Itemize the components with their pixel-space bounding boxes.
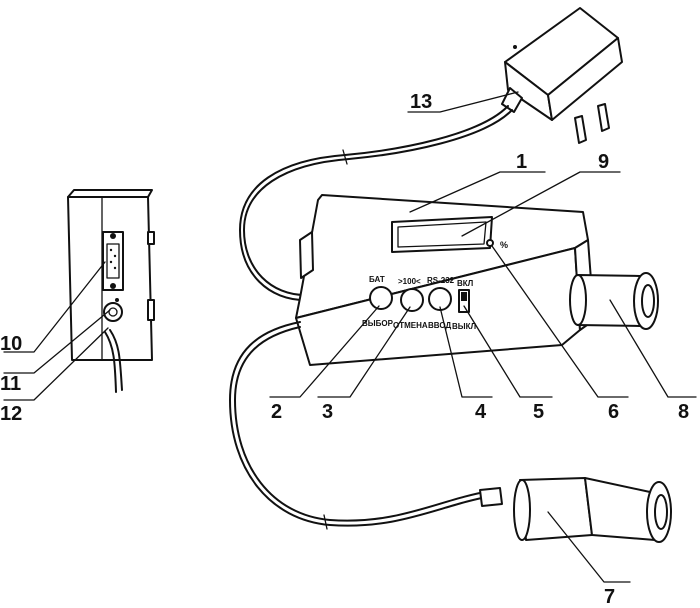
percent-led — [486, 239, 494, 247]
main-unit: % БАТ >100< RS-232 ВКЛ ВЫБОР ОТМЕНА ВВОД… — [295, 194, 595, 366]
vykl-label: ВЫКЛ — [452, 322, 476, 331]
sensor-remote — [479, 477, 672, 543]
callout-1: 1 — [516, 151, 527, 173]
sensor-cable — [229, 321, 493, 527]
callout-5: 5 — [533, 401, 544, 423]
vvod-label: ВВОД — [428, 321, 451, 330]
callout-4: 4 — [475, 401, 487, 423]
callout-11: 11 — [0, 373, 21, 395]
power-cable — [239, 105, 509, 301]
enter-button — [428, 287, 452, 311]
cancel-button — [400, 288, 424, 312]
side-view — [67, 189, 155, 393]
rs232-label: RS-232 — [427, 276, 455, 285]
callout-12: 12 — [0, 403, 22, 425]
rs232-connector — [102, 231, 124, 291]
power-adapter — [501, 7, 623, 144]
callout-6: 6 — [608, 401, 619, 423]
vybor-label: ВЫБОР — [362, 319, 394, 328]
range-label: >100< — [398, 277, 421, 286]
percent-label: % — [500, 240, 508, 250]
callout-3: 3 — [322, 401, 333, 423]
sensor-fixed — [569, 272, 659, 330]
power-jack — [103, 302, 123, 322]
callout-10: 10 — [0, 333, 22, 355]
otmena-label: ОТМЕНА — [393, 321, 428, 330]
select-button — [369, 286, 393, 310]
callout-13: 13 — [410, 91, 432, 113]
bat-label: БАТ — [369, 275, 385, 284]
callout-8: 8 — [678, 401, 689, 423]
callout-2: 2 — [271, 401, 282, 423]
callout-7: 7 — [604, 586, 615, 608]
vkl-label: ВКЛ — [457, 279, 474, 288]
callout-9: 9 — [598, 151, 609, 173]
